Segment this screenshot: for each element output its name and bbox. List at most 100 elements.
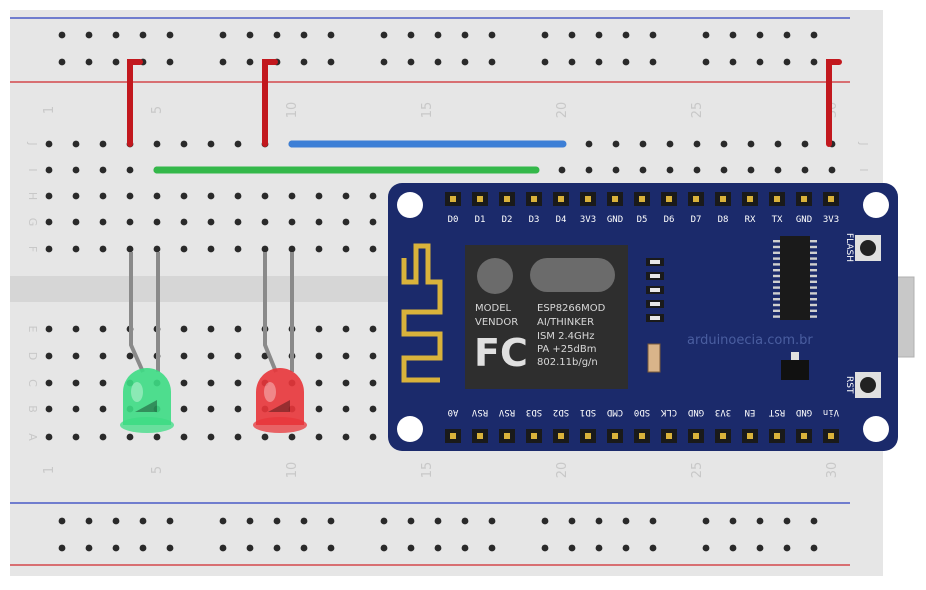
rail-hole [407,517,415,525]
rail-hole [139,31,147,39]
chip-pin [810,298,817,301]
chip-model: ESP8266MOD [537,303,606,314]
breadboard-hole [126,245,134,253]
chip-pin [773,303,780,307]
rail-hole [783,58,791,66]
breadboard-hole [45,405,53,413]
breadboard-hole [153,140,161,148]
rail-hole [649,58,657,66]
breadboard-hole [45,325,53,333]
breadboard-hole [369,405,377,413]
red-wire [127,59,143,147]
header-pin-contact [450,196,456,202]
pin-label: RST [768,407,785,417]
usb-uart-chip [780,236,810,320]
reset-button-cap[interactable] [860,377,876,393]
voltage-regulator [781,360,809,380]
rst-label: RST [844,376,854,394]
breadboard-hole [261,433,269,441]
green-led-body [123,368,171,425]
chip-pin [773,251,780,254]
header-pin-contact [531,196,537,202]
chip-pin [810,274,817,278]
rail-hole [649,544,657,552]
breadboard-hole [369,352,377,360]
chip-band: ISM 2.4GHz [537,331,595,342]
rail-hole [327,31,335,39]
regulator-tab [791,352,799,360]
mounting-hole-tl [397,192,423,218]
chip-pin [773,240,780,243]
breadboard-hole [693,166,701,174]
breadboard-hole [369,433,377,441]
breadboard-hole [180,245,188,253]
rail-hole [219,58,227,66]
chip-pin [773,315,780,318]
jumper-wires [127,59,842,174]
breadboard-hole [369,192,377,200]
rail-hole [300,58,308,66]
pin-label: RSV [498,407,515,417]
breadboard-hole [45,352,53,360]
pin-label: Vin [823,407,839,417]
rail-hole [246,544,254,552]
breadboard-hole [315,405,323,413]
breadboard-hole [288,433,296,441]
rail-hole [166,31,174,39]
header-pin-contact [828,433,834,439]
crystal-component [647,343,661,373]
header-pin-contact [585,433,591,439]
rail-hole [729,544,737,552]
rail-hole [112,31,120,39]
breadboard-hole [126,166,134,174]
rail-hole [783,544,791,552]
rail-hole [541,58,549,66]
header-pin-contact [612,433,618,439]
rail-hole [488,517,496,525]
column-number: 5 [150,466,165,474]
chip-pin [810,240,817,243]
rail-hole [595,31,603,39]
chip-pin [773,298,780,301]
breadboard-hole [747,166,755,174]
rail-hole [112,58,120,66]
breadboard-hole [126,352,134,360]
green-led-leg [129,252,145,373]
column-number: 10 [285,102,300,119]
breadboard-hole [99,140,107,148]
breadboard-hole [747,140,755,148]
pin-label: D0 [448,215,459,225]
rail-hole [219,517,227,525]
row-letter: E [26,326,39,333]
header-pin-contact [558,433,564,439]
breadboard-hole [234,192,242,200]
flash-button-cap[interactable] [860,240,876,256]
mounting-hole-br [863,416,889,442]
header-pin-contact [477,196,483,202]
breadboard-hole [45,379,53,387]
rail-hole [434,544,442,552]
header-pin-contact [720,433,726,439]
row-letter: I [857,168,870,171]
rail-hole [702,58,710,66]
breadboard-hole [315,379,323,387]
breadboard-hole [99,192,107,200]
breadboard-hole [342,192,350,200]
pin-label: SD2 [553,407,569,417]
rail-hole [783,517,791,525]
rail-hole [568,58,576,66]
breadboard-hole [585,166,593,174]
rail-hole [300,544,308,552]
rail-hole [461,517,469,525]
row-letter: J [26,141,39,145]
rail-hole [541,517,549,525]
pin-label: SD1 [580,407,596,417]
fcc-logo: FC [474,331,528,375]
breadboard-hole [315,192,323,200]
header-pin-contact [693,433,699,439]
breadboard-hole [126,192,134,200]
breadboard-hole [315,433,323,441]
breadboard-hole [207,433,215,441]
breadboard-hole [234,140,242,148]
